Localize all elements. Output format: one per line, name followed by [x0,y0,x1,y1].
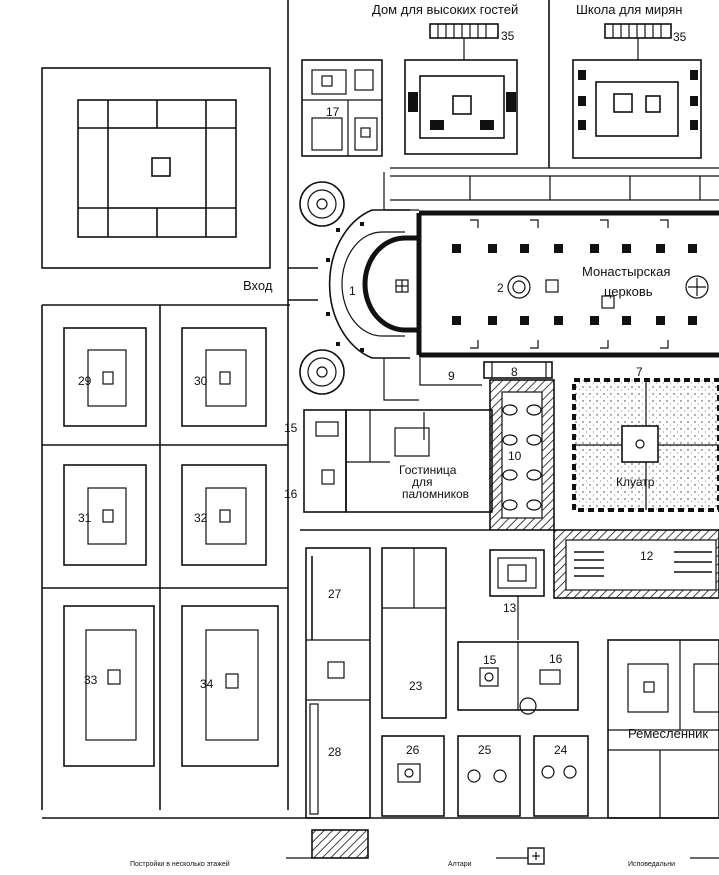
label-16-lower: 16 [549,652,563,666]
building-13 [489,549,545,640]
label-32: 32 [194,511,208,525]
craftsmen-building [607,639,719,819]
label-24: 24 [554,743,568,757]
label-16-upper: 16 [284,487,298,501]
legend-multi-storey: Постройки в несколько этажей [130,860,230,868]
lay-school [572,23,702,159]
label-23: 23 [409,679,423,693]
label-17: 17 [326,105,340,119]
heading-lay-school: Школа для мирян [576,2,682,17]
heading-guest-house: Дом для высоких гостей [372,2,518,17]
label-28: 28 [328,745,342,759]
label-29: 29 [78,374,92,388]
label-8: 8 [511,365,518,379]
building-12 [553,529,719,599]
buildings-24-26 [381,735,589,817]
label-9: 9 [448,369,455,383]
atrium-1 [299,181,410,395]
building-23 [381,547,447,719]
label-15-upper: 15 [284,421,298,435]
label-15-lower: 15 [483,653,497,667]
label-cloister: Клуатр [616,475,655,489]
guest-house [404,23,518,155]
lower-building-15-16 [457,641,579,715]
monastery-church [362,210,719,358]
label-26: 26 [406,743,420,757]
label-pilgrims-3: паломников [402,487,469,501]
legend-confessionals: Исповедальни [628,861,675,868]
label-33: 33 [84,673,98,687]
cloister [572,378,719,512]
label-35-school: 35 [673,30,687,44]
label-34: 34 [200,677,214,691]
label-25: 25 [478,743,492,757]
label-pilgrims-1: Гостиница [399,463,457,477]
label-27: 27 [328,587,342,601]
label-entrance: Вход [243,278,273,293]
label-church-2: церковь [604,284,653,299]
top-left-building [41,67,271,269]
label-pilgrims-2: для [412,475,433,489]
left-houses [41,300,290,810]
label-1: 1 [349,284,356,298]
legend-hatch-swatch [311,829,369,859]
building-10 [489,379,555,531]
building-17 [301,59,383,157]
label-35-guest: 35 [501,29,515,43]
label-7: 7 [636,365,643,379]
label-craftsmen: Ремесленник [628,726,708,741]
legend-altars: Алтари [448,861,472,868]
label-10: 10 [508,449,522,463]
label-30: 30 [194,374,208,388]
label-31: 31 [78,511,92,525]
label-12: 12 [640,549,654,563]
label-church-1: Монастырская [582,264,670,279]
label-13: 13 [503,601,517,615]
label-2: 2 [497,281,504,295]
